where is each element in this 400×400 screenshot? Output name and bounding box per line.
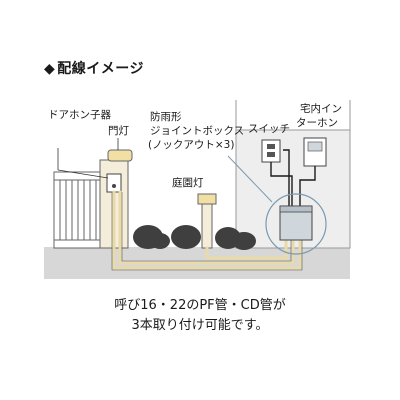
garden-light-head xyxy=(197,193,217,205)
diagram-title: ◆配線イメージ xyxy=(44,58,144,78)
conduit-lines xyxy=(112,190,302,270)
fence xyxy=(53,171,101,249)
diagram-title-text: 配線イメージ xyxy=(57,61,145,77)
gate-light xyxy=(107,149,133,162)
junction-box-label-line1: 防雨形 xyxy=(150,110,182,123)
garden-light-post xyxy=(201,201,213,249)
garden-light-label: 庭園灯 xyxy=(172,176,204,189)
doorphone-leader-2 xyxy=(57,169,109,179)
switch-plate xyxy=(261,139,281,163)
junction-box-label-line3: (ノックアウト×3) xyxy=(148,139,234,151)
caption-line2: 3本取り付け可能です。 xyxy=(131,318,269,333)
intercom-label-line1: 宅内イン xyxy=(300,102,342,115)
junction-box-highlight xyxy=(265,193,327,255)
indoor-intercom-screen xyxy=(307,141,323,152)
conduit-outline xyxy=(111,192,303,271)
junction-box-lid xyxy=(279,205,313,213)
junction-box-label-line2: ジョイントボックス xyxy=(150,125,244,137)
switch-toggle-2 xyxy=(267,152,275,157)
caption-line1: 呼び16・22のPF管・CD管が xyxy=(114,298,286,313)
shrubs xyxy=(133,225,256,250)
doorphone-unit xyxy=(106,173,122,193)
diamond-bullet-icon: ◆ xyxy=(44,61,56,77)
doorphone-button xyxy=(112,184,116,188)
switch-toggle xyxy=(267,144,275,149)
junction-box-leader xyxy=(227,155,273,203)
doorphone-label: ドアホン子器 xyxy=(48,109,111,121)
intercom-label-line2: ターホン xyxy=(296,117,338,129)
switch-label: スイッチ xyxy=(248,123,290,135)
gate-light-label: 門灯 xyxy=(108,125,129,137)
